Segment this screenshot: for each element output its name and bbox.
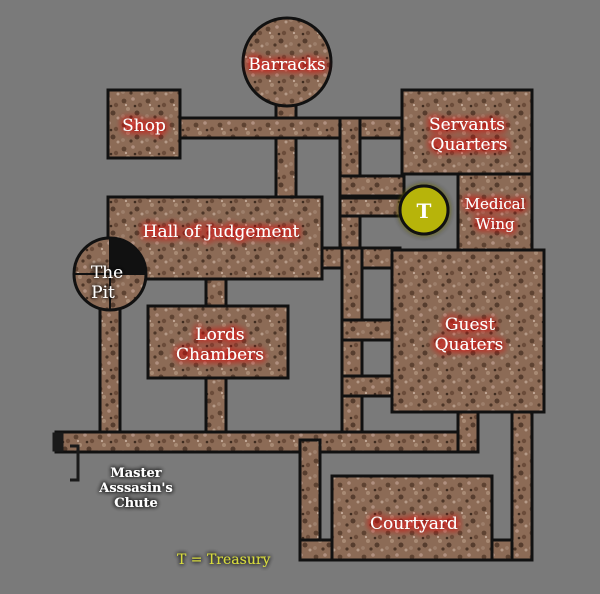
shop-room	[106, 88, 182, 160]
medical-wing-label-line2: Wing	[475, 215, 515, 233]
corridor-lords-down	[204, 374, 228, 440]
corridor-barracks-hall	[274, 98, 298, 202]
assassin-chute-marker	[52, 432, 80, 482]
corridor-treasury-link	[338, 196, 408, 218]
medical-wing-label-line1: Medical	[465, 195, 526, 213]
the-pit-label-line1: The	[91, 263, 123, 283]
shop-label: Shop	[122, 116, 166, 136]
servants-quarters-room	[400, 88, 534, 176]
barracks-room	[241, 16, 333, 108]
corridor-top	[176, 116, 406, 140]
corridor-mid-vertical	[340, 246, 364, 442]
corridor-guest-east	[510, 408, 534, 562]
corridor-guest-down	[456, 408, 480, 454]
barracks-label: Barracks	[248, 55, 326, 75]
treasury	[398, 184, 450, 236]
guest-quarters-room	[390, 248, 546, 414]
the-pit	[72, 236, 148, 312]
hall-of-judgement-label: Hall of Judgement	[143, 222, 300, 242]
lords-chambers-room	[146, 304, 290, 380]
rooms	[106, 16, 546, 562]
legend-treasury: T = Treasury	[177, 552, 271, 568]
lords-chambers-label-line2: Chambers	[176, 345, 264, 365]
guest-quarters-label-line1: Guest	[445, 315, 495, 335]
servants-quarters-label-line2: Quarters	[431, 135, 508, 155]
servants-quarters-label-line1: Servants	[429, 115, 505, 135]
chute-label-line1: Master	[110, 466, 161, 481]
chute-label-line3: Chute	[114, 496, 158, 511]
the-pit-label-line2: Pit	[91, 283, 115, 303]
treasury-marker-label: T	[417, 199, 432, 223]
corridor-bottom	[54, 430, 480, 454]
corridor-servants-link	[338, 174, 406, 198]
courtyard-label: Courtyard	[370, 514, 458, 534]
guest-quarters-label-line2: Quaters	[435, 335, 504, 355]
corridor-hall-lords	[204, 274, 228, 310]
medical-wing-room	[456, 172, 534, 252]
chute-label-line2: Asssasin's	[98, 481, 172, 496]
corridor-pit-down	[98, 302, 122, 442]
lords-chambers-label-line1: Lords	[195, 325, 244, 345]
courtyard-room	[330, 474, 494, 562]
